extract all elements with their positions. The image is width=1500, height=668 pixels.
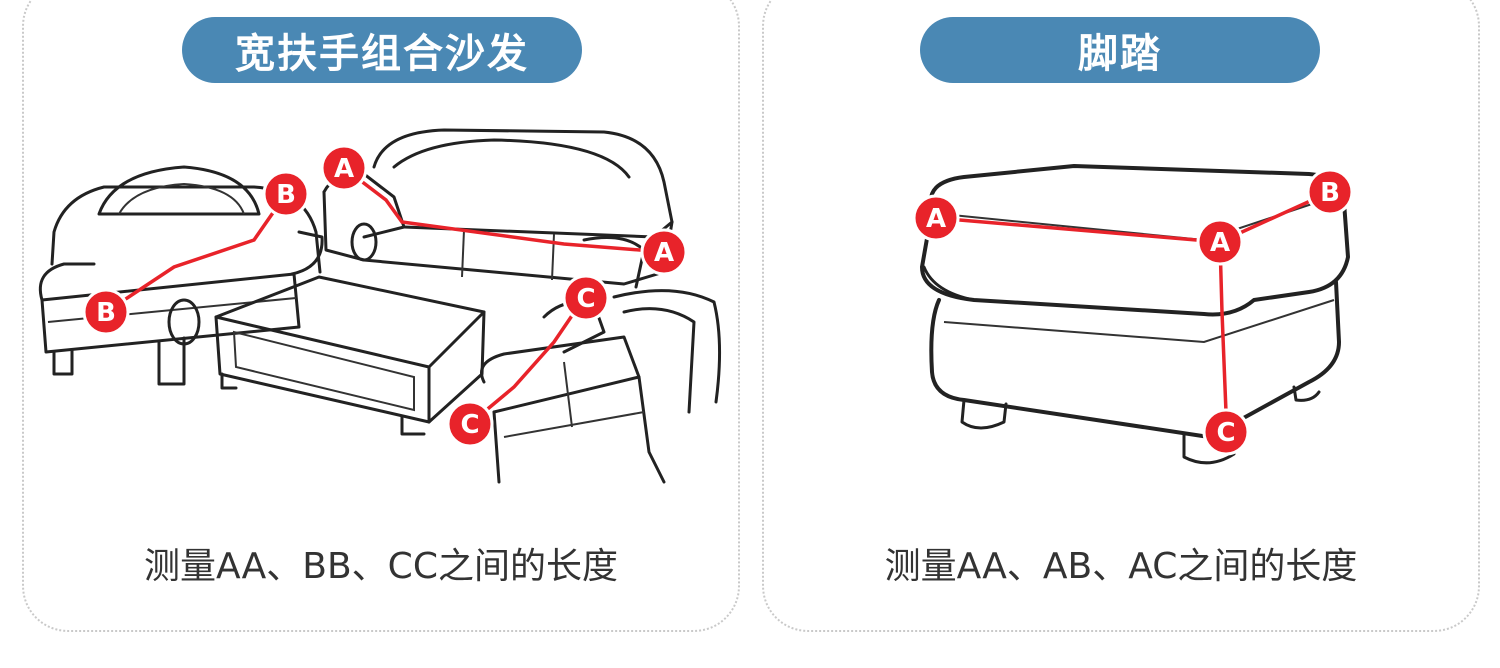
panel-caption-right: 测量AA、AB、AC之间的长度 (764, 537, 1478, 589)
footstool-illustration: A A B C (764, 0, 1482, 542)
svg-text:B: B (276, 180, 296, 210)
svg-text:B: B (1320, 178, 1340, 208)
svg-text:C: C (576, 284, 595, 314)
measure-line-ac (1220, 242, 1226, 412)
marker-b: B (1308, 170, 1352, 214)
svg-text:C: C (460, 410, 479, 440)
coffee-table-drawing (216, 277, 484, 434)
svg-text:B: B (96, 298, 116, 328)
marker-c-2: C (448, 402, 492, 446)
panel-caption-left: 测量AA、BB、CC之间的长度 (24, 537, 738, 589)
armchair-right-drawing (482, 291, 720, 482)
footstool-drawing (922, 166, 1348, 463)
measure-line-aa-right (936, 218, 1220, 242)
panel-wide-armrest-sofa: 宽扶手组合沙发 (22, 0, 740, 632)
marker-b-1: B (264, 172, 308, 216)
marker-a-corner: A (1198, 220, 1242, 264)
marker-c: C (1204, 410, 1248, 454)
marker-a-2: A (642, 230, 686, 274)
svg-text:A: A (926, 204, 946, 234)
panel-footstool: 脚踏 A A B C 测量A (762, 0, 1480, 632)
three-seat-sofa-drawing (324, 130, 672, 287)
sofa-set-illustration: A A B B C C (24, 0, 742, 542)
svg-text:C: C (1216, 418, 1235, 448)
marker-a-1: A (322, 146, 366, 190)
svg-text:A: A (654, 238, 674, 268)
svg-text:A: A (1210, 228, 1230, 258)
marker-b-2: B (84, 290, 128, 334)
svg-text:A: A (334, 154, 354, 184)
marker-c-1: C (564, 276, 608, 320)
marker-a-left: A (914, 196, 958, 240)
